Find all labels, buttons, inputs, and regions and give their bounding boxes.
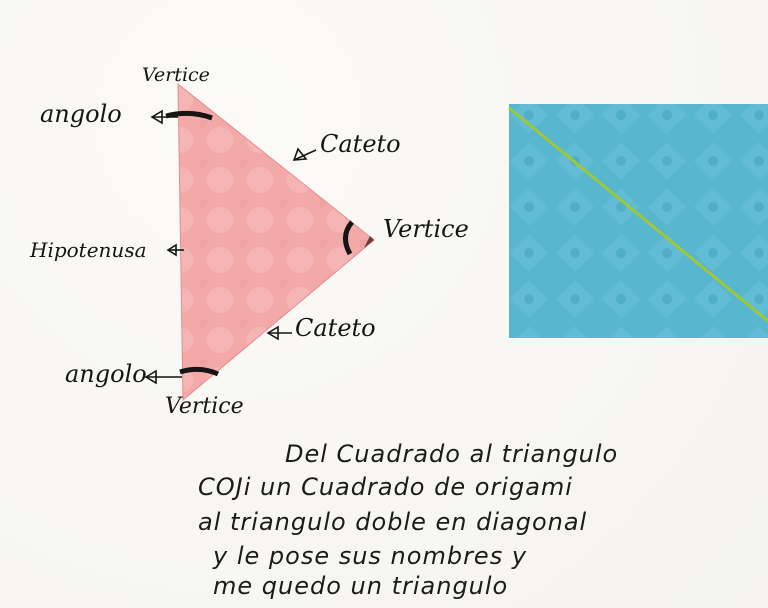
arrow-leg-top [292, 147, 317, 161]
right-vertex-tear [364, 236, 374, 248]
vertex-label-bottom: Vertice [165, 394, 244, 419]
bottom-angle-mark [179, 366, 220, 377]
hypotenuse-label: Hipotenusa [30, 238, 147, 262]
arrow-angle-top [150, 109, 178, 125]
vertex-label-right: Vertice [383, 215, 469, 243]
arrow-leg-bottom [266, 325, 292, 341]
top-angle-mark [165, 110, 213, 121]
right-angle-mark [343, 220, 354, 256]
angle-label-bottom: angolo [65, 360, 147, 388]
leg-label-top: Cateto [320, 130, 401, 158]
note-line-3: al triangulo doble en diagonal [198, 508, 588, 536]
note-line-5: me quedo un triangulo [213, 572, 509, 600]
vertex-label-top: Vertice [142, 64, 210, 86]
diagonal-fold-line [508, 106, 768, 323]
arrow-hypotenuse [166, 243, 184, 257]
note-line-2: COJi un Cuadrado de origami [198, 473, 573, 501]
angle-label-top: angolo [40, 100, 122, 128]
note-line-4: y le pose sus nombres y [213, 542, 528, 570]
origami-triangle [177, 82, 375, 402]
arrow-angle-bottom [144, 369, 182, 385]
note-line-1: Del Cuadrado al triangulo [285, 440, 619, 468]
leg-label-bottom: Cateto [295, 314, 376, 342]
